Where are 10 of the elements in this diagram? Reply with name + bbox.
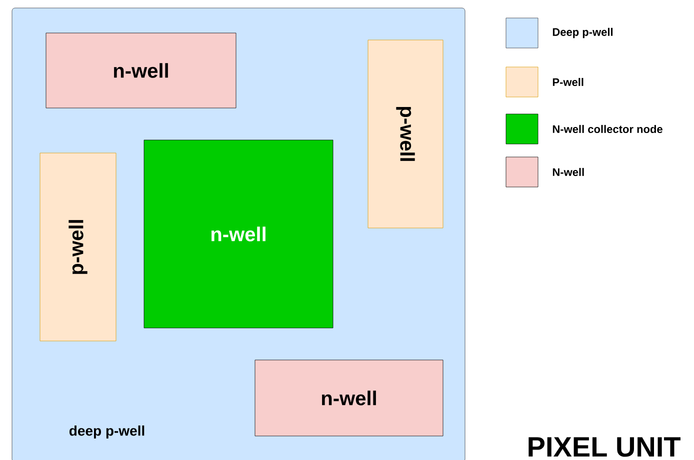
p-well-box: p-well [368,40,444,228]
legend-label: N-well collector node [552,124,662,134]
collector-node-box: n-well [144,140,334,328]
p-well-box: p-well [40,152,116,342]
n-well-box: n-well [254,360,444,436]
legend-label: P-well [552,78,584,86]
legend-label: Deep p-well [552,28,613,38]
legend-label: N-well [552,168,584,176]
pixel-unit-label: PIXEL UNIT [528,437,680,457]
n-well-box: n-well [46,32,236,108]
